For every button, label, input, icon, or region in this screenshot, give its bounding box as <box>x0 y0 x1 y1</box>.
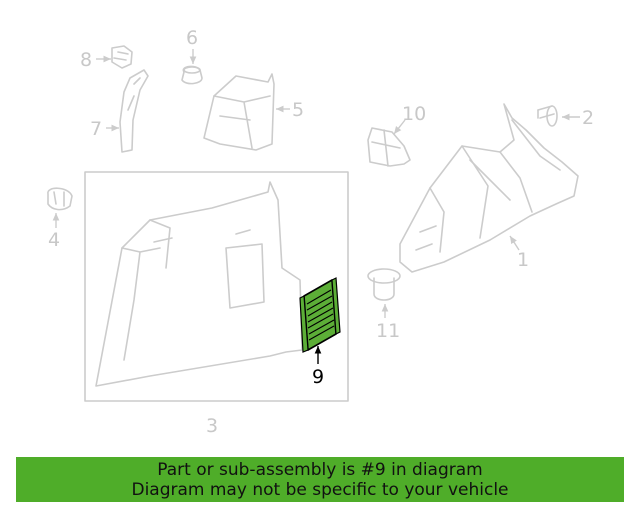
info-banner: Part or sub-assembly is #9 in diagram Di… <box>16 457 624 502</box>
callout-10: 10 <box>402 103 426 125</box>
part-9-vent-grille: 9 <box>299 277 341 388</box>
part-3-quarter-trim: 3 <box>84 171 349 437</box>
part-11-socket: 11 <box>367 268 401 342</box>
callout-2: 2 <box>582 107 594 129</box>
part-4-clip: 4 <box>47 187 73 251</box>
part-2-screw: 2 <box>537 105 594 129</box>
part-7-pillar-trim: 7 <box>90 69 149 153</box>
callout-9: 9 <box>312 366 324 388</box>
banner-line-1: Part or sub-assembly is #9 in diagram <box>157 459 483 480</box>
callout-1: 1 <box>517 249 529 271</box>
callout-4: 4 <box>48 229 60 251</box>
parts-diagram: 8 6 7 5 10 2 1 <box>47 27 594 437</box>
callout-6: 6 <box>186 27 198 49</box>
callout-7: 7 <box>90 118 102 140</box>
part-10-bracket: 10 <box>367 103 426 167</box>
callout-11: 11 <box>376 320 400 342</box>
callout-3: 3 <box>206 415 218 437</box>
banner-line-2: Diagram may not be specific to your vehi… <box>131 479 509 500</box>
part-8-clip: 8 <box>80 45 133 71</box>
part-1-side-panel: 1 <box>399 103 579 273</box>
part-5-bracket: 5 <box>203 73 304 151</box>
part-6-clip: 6 <box>181 27 203 85</box>
callout-8: 8 <box>80 49 92 71</box>
callout-5: 5 <box>292 99 304 121</box>
